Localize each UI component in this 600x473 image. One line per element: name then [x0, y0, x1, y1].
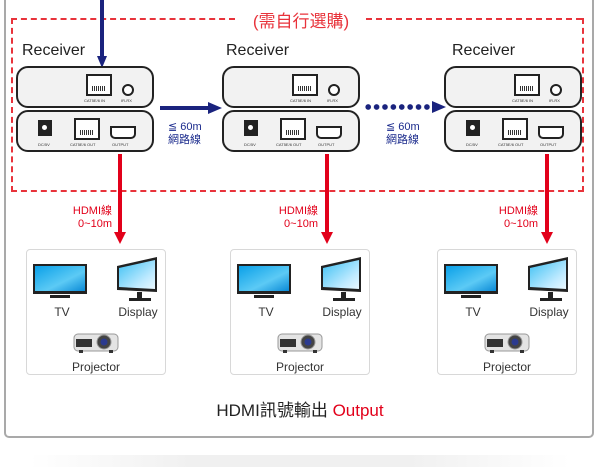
- optional-boundary: [11, 18, 584, 192]
- cable-type: 網路線: [386, 134, 419, 146]
- receiver-unit: CAT5E/6 IN IR-RX DC/5V CAT5E/6 OUT OUTPU…: [444, 66, 582, 156]
- cat-in-port-icon: [86, 74, 112, 96]
- optional-boundary-top-left: [11, 18, 235, 20]
- receiver-bottom-panel: DC/5V CAT5E/6 OUT OUTPUT: [444, 110, 582, 152]
- cable-length: ≦ 60m: [168, 121, 202, 133]
- receiver-top-panel: CAT5E/6 IN IR-RX: [444, 66, 582, 108]
- hdmi-cable-label: HDMI線 0~10m: [482, 205, 538, 231]
- display-label: Display: [322, 305, 362, 319]
- tv-label: TV: [258, 305, 274, 319]
- ir-rx-label: IR-RX: [549, 98, 560, 103]
- hdmi-output-title: HDMI訊號輸出 Output: [0, 396, 600, 421]
- cat-in-label: CAT5E/6 IN: [290, 98, 312, 103]
- display-label: Display: [118, 305, 158, 319]
- link-arrowhead-icon: [432, 101, 446, 113]
- link-arrowhead-icon: [208, 102, 222, 114]
- cat-out-port-icon: [280, 118, 306, 140]
- hdmi-output-port-icon: [538, 126, 564, 139]
- dc-power-port-icon: [466, 120, 480, 136]
- projector-label: Projector: [71, 360, 121, 374]
- bottom-shadow: [30, 455, 570, 467]
- hdmi-cable-line: [325, 154, 329, 234]
- cat-in-port-icon: [292, 74, 318, 96]
- hdmi-cable-line: [545, 154, 549, 234]
- display-icon: [526, 256, 570, 309]
- network-cable-label: ≦ 60m 網路線: [168, 121, 202, 147]
- hdmi-arrowhead-icon: [321, 232, 333, 244]
- network-link-dotted: [364, 104, 432, 110]
- cat-out-port-icon: [74, 118, 100, 140]
- incoming-arrowhead-icon: [97, 56, 107, 68]
- dc-power-port-icon: [244, 120, 258, 136]
- tv-icon: [236, 263, 292, 306]
- receiver-bottom-panel: DC/5V CAT5E/6 OUT OUTPUT: [222, 110, 360, 152]
- hdmi-arrowhead-icon: [541, 232, 553, 244]
- hdmi-cable-label: HDMI線 0~10m: [56, 205, 112, 231]
- cable-length: ≦ 60m: [386, 121, 420, 133]
- ir-rx-port-icon: [122, 84, 134, 96]
- dc-power-port-icon: [38, 120, 52, 136]
- tv-label: TV: [54, 305, 70, 319]
- display-icon: [115, 256, 159, 309]
- dc-label: DC/5V: [244, 142, 256, 147]
- dc-label: DC/5V: [38, 142, 50, 147]
- receiver-title: Receiver: [226, 42, 290, 59]
- output-label: OUTPUT: [112, 142, 129, 147]
- output-label: OUTPUT: [318, 142, 335, 147]
- receiver-top-panel: CAT5E/6 IN IR-RX: [222, 66, 360, 108]
- hdmi-output-port-icon: [110, 126, 136, 139]
- cat-in-label: CAT5E/6 IN: [512, 98, 534, 103]
- hdmi-cable-type: HDMI線: [278, 205, 318, 217]
- tv-icon: [32, 263, 88, 306]
- incoming-network-line: [100, 0, 104, 58]
- ir-rx-label: IR-RX: [327, 98, 338, 103]
- projector-icon: [73, 330, 119, 359]
- display-label: Display: [529, 305, 569, 319]
- display-icon: [319, 256, 363, 309]
- tv-icon: [443, 263, 499, 306]
- network-link-solid: [160, 106, 210, 110]
- hdmi-cable-line: [118, 154, 122, 234]
- hdmi-cable-type: HDMI線: [498, 205, 538, 217]
- hdmi-cable-length: 0~10m: [78, 218, 112, 230]
- cat-in-label: CAT5E/6 IN: [84, 98, 106, 103]
- hdmi-arrowhead-icon: [114, 232, 126, 244]
- footer-highlight: Output: [332, 401, 384, 420]
- output-label: OUTPUT: [540, 142, 557, 147]
- ir-rx-port-icon: [328, 84, 340, 96]
- ir-rx-port-icon: [550, 84, 562, 96]
- cat-out-label: CAT5E/6 OUT: [498, 142, 524, 147]
- hdmi-cable-type: HDMI線: [72, 205, 112, 217]
- projector-icon: [277, 330, 323, 359]
- cat-out-port-icon: [502, 118, 528, 140]
- optional-purchase-label: (需自行選購): [252, 12, 350, 31]
- hdmi-cable-length: 0~10m: [284, 218, 318, 230]
- projector-label: Projector: [275, 360, 325, 374]
- receiver-unit: CAT5E/6 IN IR-RX DC/5V CAT5E/6 OUT OUTPU…: [222, 66, 360, 156]
- hdmi-cable-label: HDMI線 0~10m: [262, 205, 318, 231]
- receiver-bottom-panel: DC/5V CAT5E/6 OUT OUTPUT: [16, 110, 154, 152]
- footer-text: HDMI訊號輸出: [216, 401, 328, 420]
- hdmi-cable-length: 0~10m: [504, 218, 538, 230]
- cat-out-label: CAT5E/6 OUT: [276, 142, 302, 147]
- network-cable-label: ≦ 60m 網路線: [386, 121, 420, 147]
- receiver-title: Receiver: [452, 42, 516, 59]
- tv-label: TV: [465, 305, 481, 319]
- dc-label: DC/5V: [466, 142, 478, 147]
- cable-type: 網路線: [168, 134, 201, 146]
- receiver-title: Receiver: [22, 42, 86, 59]
- optional-boundary-top-right: [366, 18, 582, 20]
- projector-icon: [484, 330, 530, 359]
- cat-out-label: CAT5E/6 OUT: [70, 142, 96, 147]
- receiver-top-panel: CAT5E/6 IN IR-RX: [16, 66, 154, 108]
- cat-in-port-icon: [514, 74, 540, 96]
- receiver-unit: CAT5E/6 IN IR-RX DC/5V CAT5E/6 OUT OUTPU…: [16, 66, 154, 156]
- projector-label: Projector: [482, 360, 532, 374]
- hdmi-output-port-icon: [316, 126, 342, 139]
- ir-rx-label: IR-RX: [121, 98, 132, 103]
